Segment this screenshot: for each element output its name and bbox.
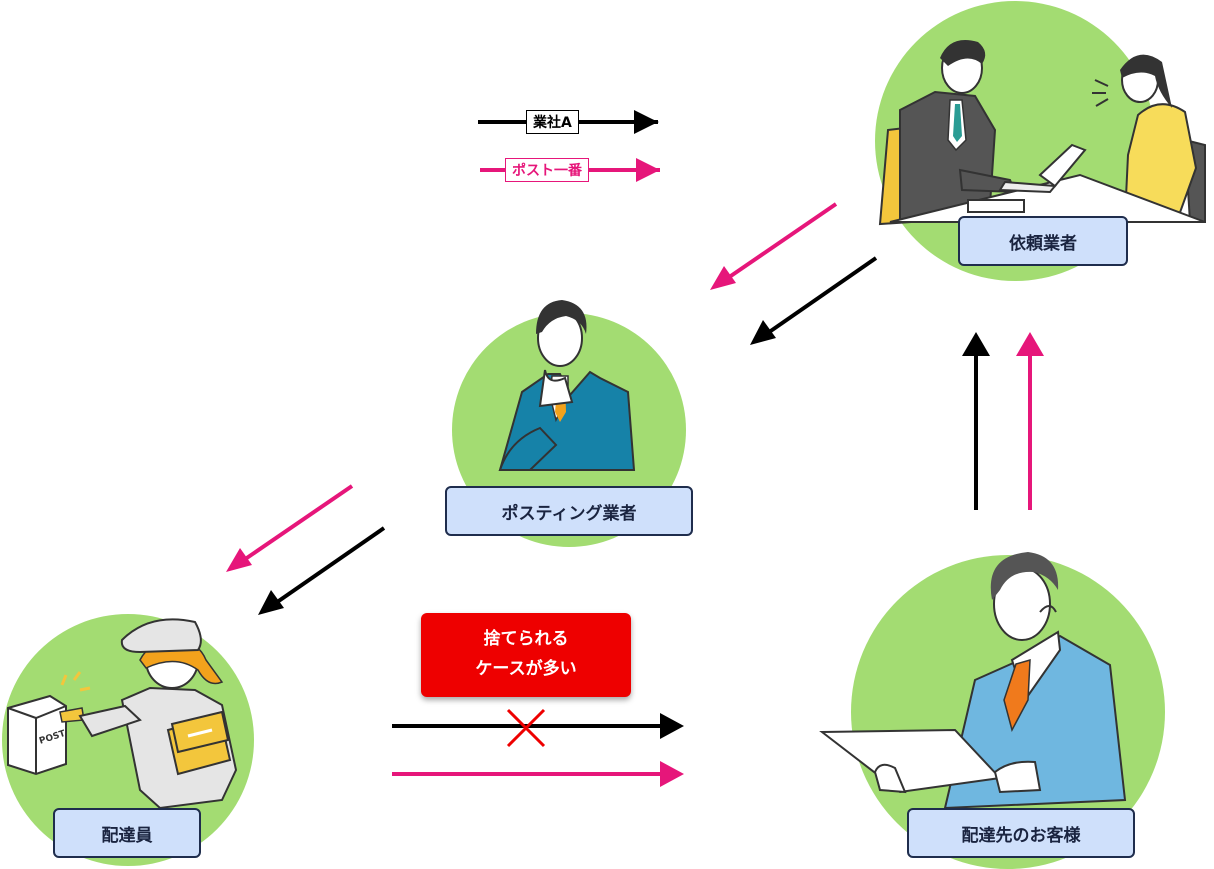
posting-company-illustration [498,300,636,471]
envelopes-icon [166,710,232,776]
customer-illustration [819,552,1127,810]
arrow-pink-posting-to-carrier [236,484,354,566]
carrier-illustration: POST [7,618,238,810]
warning-box: 捨てられる ケースが多い [421,613,631,697]
warning-line-1: 捨てられる [483,629,569,650]
client-meeting-illustration [878,40,1206,226]
legend-company-a: 業社A [526,110,579,134]
arrow-pink-client-to-posting [720,202,838,284]
arrow-black-posting-to-carrier [268,526,386,609]
warning-line-2: ケースが多い [475,659,577,679]
posting-company-label: ポスティング業者 [445,486,693,536]
carrier-label: 配達員 [53,808,201,858]
flow-arrows [226,202,1044,787]
fail-x-icon [506,708,546,748]
client-label: 依頼業者 [958,216,1128,266]
legend-post-ichiban: ポスト一番 [505,158,589,182]
arrow-black-client-to-posting [760,256,878,339]
customer-label: 配達先のお客様 [907,808,1135,858]
legend-pink-arrowhead [636,158,660,182]
